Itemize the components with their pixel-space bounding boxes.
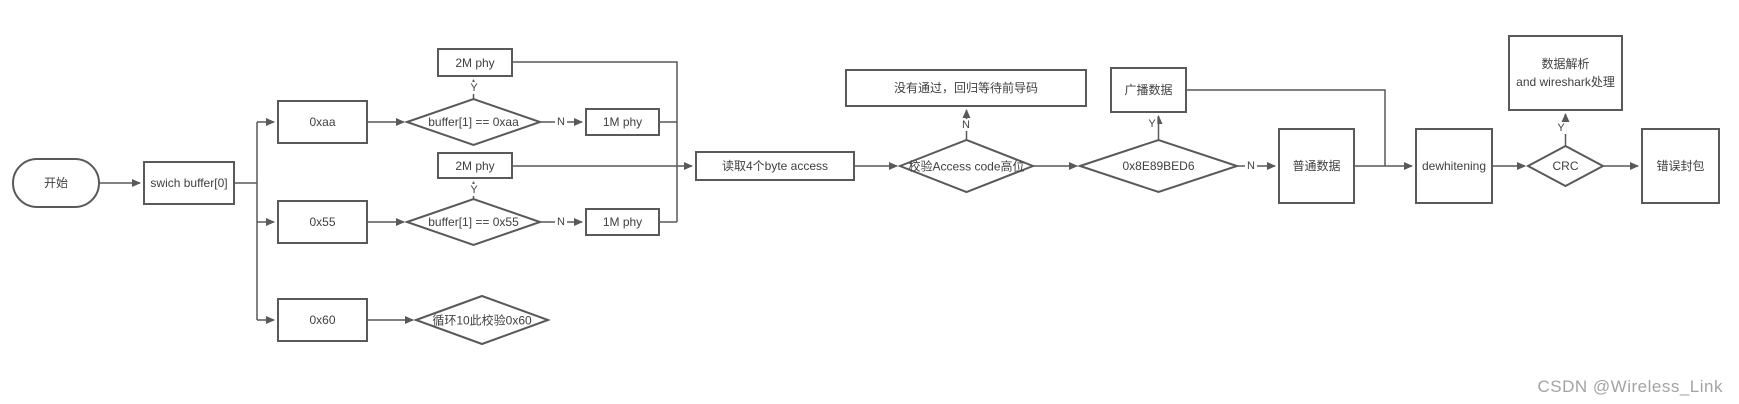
decision-buffer1-0xaa-label: buffer[1] == 0xaa [428,115,519,129]
edge-label-no-0x55: N [555,216,567,228]
node-parse-wireshark: 数据解析 and wireshark处理 [1508,35,1623,111]
node-normal-data: 普通数据 [1278,128,1355,204]
edge-label-no-access-high: N [960,119,972,131]
node-fail-return: 没有通过，回归等待前导码 [845,69,1087,107]
decision-buffer1-0xaa-shape [403,97,544,147]
decision-buffer1-0x55-shape [403,197,544,247]
csdn-watermark: CSDN @Wireless_Link [1537,377,1723,396]
decision-loop10-0x60-label: 循环10此校验0x60 [432,313,532,328]
decision-access-addr-shape [1076,138,1241,194]
edge-label-yes-0x55: Y [468,184,480,196]
decision-access-addr-label: 0x8E89BED6 [1122,159,1195,173]
decision-access-high-label: 校验Access code高位 [908,159,1025,174]
parse-line1: 数据解析 [1541,57,1590,71]
node-read-access: 读取4个byte access [695,151,855,181]
node-0xaa: 0xaa [277,100,368,144]
edge-label-yes-access-addr: Y [1146,118,1158,130]
parse-line2: and wireshark处理 [1516,75,1615,89]
edge-broadcast-join [1187,89,1386,166]
node-1m-phy-top: 1M phy [585,108,660,136]
decision-crc-label: CRC [1552,159,1579,173]
node-broadcast-data: 广播数据 [1110,67,1187,113]
decision-access-high-shape [897,138,1036,194]
edge-label-no-access-addr: N [1245,160,1257,172]
node-2m-phy-mid: 2M phy [437,152,513,179]
node-start: 开始 [12,158,100,208]
decision-crc-shape [1525,144,1606,188]
decision-buffer1-0x55-label: buffer[1] == 0x55 [428,215,519,229]
node-0x60: 0x60 [277,298,368,342]
node-switch-buffer: swich buffer[0] [143,161,235,205]
node-dewhitening: dewhitening [1415,128,1493,204]
edge-label-no-0xaa: N [555,116,567,128]
edge-label-yes-0xaa: Y [468,82,480,94]
edge-2mphy-top-merge [513,61,678,222]
node-error-packet: 错误封包 [1641,128,1720,204]
node-2m-phy-top: 2M phy [437,48,513,77]
node-1m-phy-bot: 1M phy [585,208,660,236]
decision-loop10-0x60-shape [413,294,551,346]
node-0x55: 0x55 [277,200,368,244]
edge-label-yes-crc: Y [1555,122,1567,134]
